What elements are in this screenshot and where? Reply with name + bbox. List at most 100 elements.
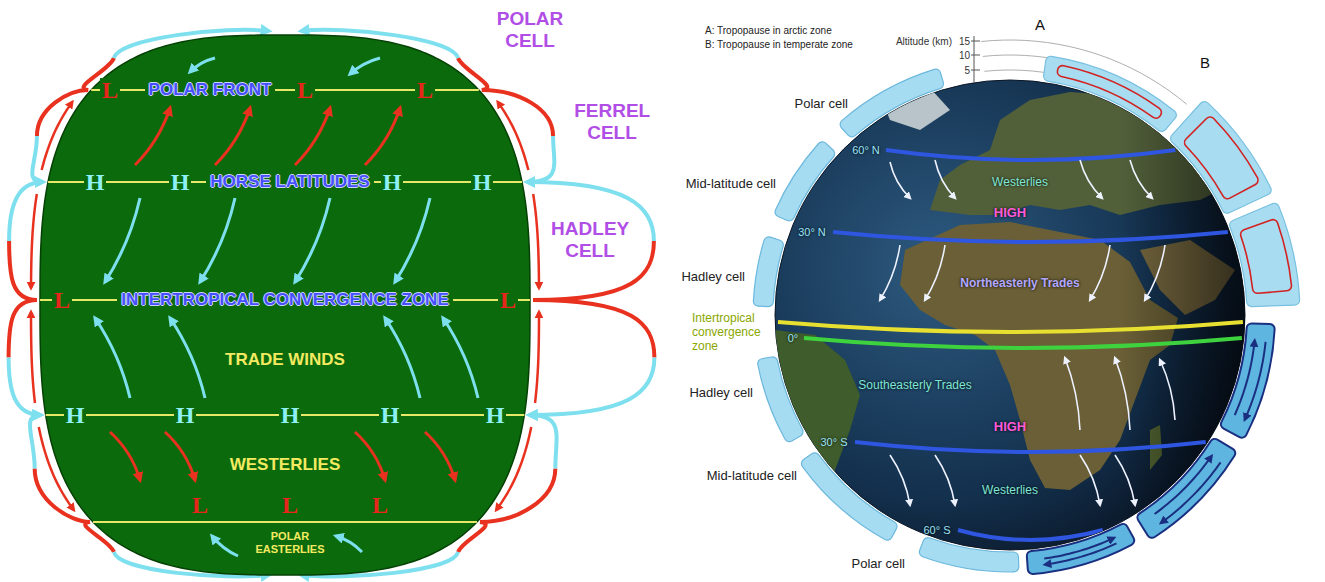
pressure-letter: H [174, 403, 197, 427]
circulation-arrow [1045, 543, 1116, 564]
wind-arrow [1080, 455, 1100, 505]
hemisphere-disk: LPOLAR FRONTLLHHHORSE LATITUDESHHLINTERT… [38, 33, 532, 577]
wind-arrow [212, 536, 238, 556]
wind-arrow [1115, 358, 1130, 430]
landmass [880, 88, 950, 130]
rising-air-arrow [9, 241, 37, 300]
pressure-letter: L [190, 493, 210, 517]
key-note: A: Tropopause in arctic zone [705, 25, 832, 36]
sinking-air-arrow [32, 136, 43, 182]
wind-arrow [935, 160, 955, 198]
wind-arrow [880, 245, 900, 300]
sinking-air-arrow [9, 182, 43, 241]
pressure-letter: H [64, 403, 87, 427]
scale-number: 5 [964, 65, 970, 76]
pressure-letter: L [498, 288, 518, 312]
cell-name: Hadley cell [689, 385, 753, 400]
continents [775, 70, 1250, 560]
node-drawing [40, 35, 530, 575]
wind-arrow [110, 432, 140, 480]
hemisphere-outline [40, 35, 530, 575]
wind-arrow [165, 432, 195, 480]
pressure-letter: H [484, 403, 507, 427]
rising-air-arrow [9, 300, 37, 358]
wind-arrow [1090, 245, 1110, 300]
wind-arrow [425, 432, 455, 480]
pressure-letter: L [52, 288, 72, 312]
wind-arrow [355, 432, 385, 480]
wind-arrow [135, 108, 170, 165]
latitude-label: 30° S [820, 436, 847, 448]
wind-arrow [925, 245, 945, 300]
wind-label: TRADE WINDS [225, 350, 345, 370]
wind-arrow [443, 318, 478, 398]
wind-label: Westerlies [992, 175, 1048, 189]
altitude-scale [974, 36, 975, 82]
wind-arrow [1160, 360, 1175, 420]
wind-arrow [890, 162, 910, 198]
surface-flow-arrow [535, 312, 539, 403]
wind-label: WESTERLIES [230, 455, 341, 475]
wind-arrow [105, 198, 140, 282]
pressure-letter: L [280, 493, 300, 517]
circulation-outline [1241, 220, 1292, 294]
scale-number: 10 [959, 50, 970, 61]
night-shade [1120, 70, 1250, 560]
cell-name: Hadley cell [681, 269, 745, 284]
wind-arrow [890, 455, 910, 505]
pressure-letter: H [279, 403, 302, 427]
landmass [775, 330, 860, 520]
zone-label: Intertropical convergence zone [692, 312, 761, 353]
cell-name: Mid-latitude cell [686, 176, 776, 191]
convergence-line [778, 322, 1243, 332]
axis-title: Altitude (km) [896, 36, 952, 47]
wind-label: Northeasterly Trades [960, 276, 1079, 290]
surface-flow-arrow [31, 312, 35, 403]
callout-letter: B [1200, 54, 1210, 71]
callout-letter: A [1035, 16, 1045, 33]
wind-arrow [295, 108, 330, 165]
pressure-letter: L [100, 78, 120, 102]
pressure-letter: L [370, 493, 390, 517]
wind-arrow [170, 318, 205, 398]
wind-label: Westerlies [982, 483, 1038, 497]
scale-tick [971, 55, 980, 56]
zone-label: INTERTROPICAL CONVERGENCE ZONE [117, 289, 452, 311]
cell-name: Polar cell [852, 556, 905, 571]
cell-name: Mid-latitude cell [707, 468, 797, 483]
node-drawing [775, 70, 1250, 560]
key-note: B: Tropopause in temperate zone [705, 39, 853, 50]
wind-arrow [1130, 160, 1152, 198]
wind-arrow [190, 58, 215, 72]
sinking-air-arrow [529, 358, 654, 416]
wind-arrow [350, 58, 380, 74]
cell-name: HADLEY CELL [551, 218, 629, 262]
wind-arrow [365, 108, 400, 165]
wind-arrow [215, 108, 250, 165]
latitude-line [958, 530, 1103, 540]
sinking-air-arrow [527, 136, 554, 182]
cell-name: FERREL CELL [574, 100, 650, 144]
zone-label: POLAR FRONT [145, 79, 276, 101]
latitude-label: 60° N [852, 144, 880, 156]
latitude-label: 0° [788, 332, 799, 344]
wind-label: POLAR EASTERLIES [255, 530, 324, 556]
wind-arrow [1065, 358, 1080, 430]
pressure-letter: H [379, 403, 402, 427]
sinking-air-arrow [9, 358, 41, 416]
pressure-label: HIGH [994, 419, 1027, 434]
cell-circulation-loops [9, 30, 655, 577]
latitude-label: 60° S [923, 524, 950, 536]
wind-arrow [95, 318, 130, 398]
pressure-letter: H [471, 170, 494, 194]
pressure-letter: H [84, 170, 107, 194]
wind-arrow [1115, 455, 1135, 505]
wind-arrow [200, 198, 235, 282]
wind-arrow [385, 318, 420, 398]
pressure-label: HIGH [994, 205, 1027, 220]
latitude-line [886, 150, 1175, 160]
wind-arrow [336, 536, 362, 552]
sinking-air-arrow [529, 415, 556, 469]
scale-number: 15 [959, 36, 970, 47]
scale-tick [971, 70, 980, 71]
